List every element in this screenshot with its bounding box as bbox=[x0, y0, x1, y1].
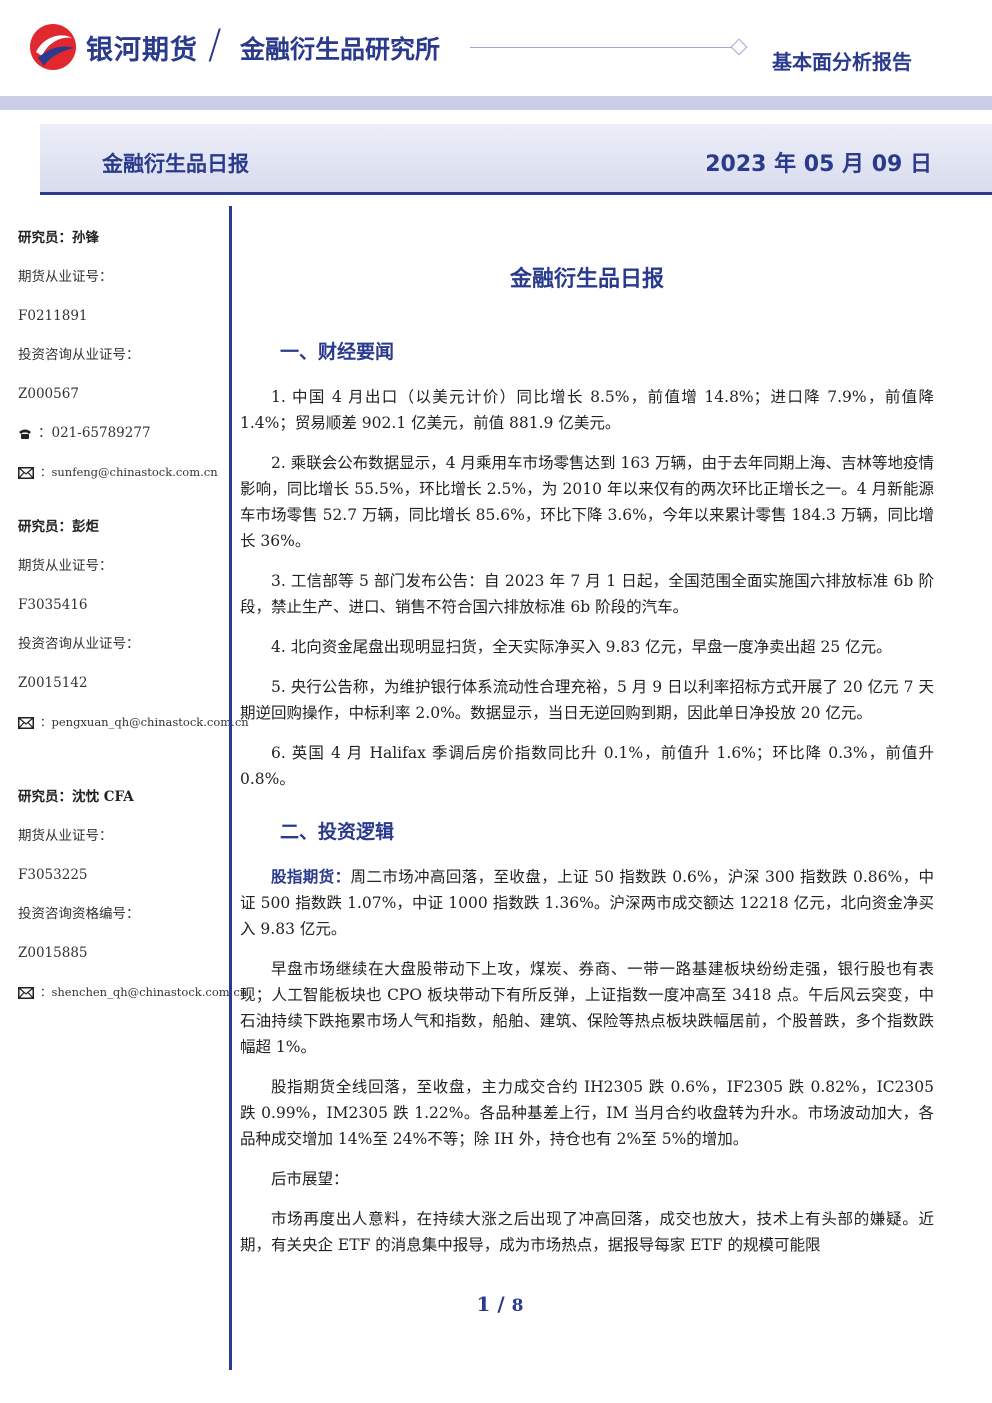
cert-number: F3053225 bbox=[18, 867, 88, 883]
logic-paragraph: 股指期货全线回落，至收盘，主力成交合约 IH2305 跌 0.6%，IF2305… bbox=[240, 1078, 934, 1148]
invest-label: 投资咨询从业证号： bbox=[18, 636, 140, 652]
section-heading-logic: 二、投资逻辑 bbox=[280, 821, 395, 843]
paragraph-label: 股指期货： bbox=[271, 868, 351, 886]
analyst-email: ：sunfeng@chinastock.com.cn bbox=[18, 460, 228, 499]
cert-label: 期货从业证号： bbox=[18, 558, 113, 574]
invest-number: Z000567 bbox=[18, 386, 79, 402]
analyst-name: 研究员：孙锋 bbox=[18, 230, 99, 246]
mail-icon bbox=[18, 717, 34, 729]
analyst-card: 研究员：彭炬 期货从业证号： F3035416 投资咨询从业证号： Z00151… bbox=[18, 515, 249, 749]
cert-label: 期货从业证号： bbox=[18, 269, 113, 285]
main-content: 金融衍生品日报 一、财经要闻 1. 中国 4 月出口（以美元计价）同比增长 8.… bbox=[240, 262, 934, 1272]
analyst-email: ：pengxuan_qh@chinastock.com.cn bbox=[18, 710, 249, 749]
news-item: 1. 中国 4 月出口（以美元计价）同比增长 8.5%，前值增 14.8%；进口… bbox=[240, 388, 934, 432]
cert-number: F3035416 bbox=[18, 597, 88, 613]
news-item: 3. 工信部等 5 部门发布公告：自 2023 年 7 月 1 日起，全国范围全… bbox=[240, 572, 934, 616]
news-item: 4. 北向资金尾盘出现明显扫货，全天实际净买入 9.83 亿元，早盘一度净卖出超… bbox=[271, 638, 892, 656]
analyst-name: 研究员：彭炬 bbox=[18, 519, 99, 535]
company-name: 银河期货 bbox=[86, 35, 198, 66]
page-number: 1 / 8 bbox=[440, 1292, 560, 1316]
galaxy-logo-icon bbox=[30, 24, 76, 70]
news-item: 6. 英国 4 月 Halifax 季调后房价指数同比升 0.1%，前值升 1.… bbox=[240, 744, 934, 788]
email-address[interactable]: ：sunfeng@chinastock.com.cn bbox=[40, 465, 218, 479]
mail-icon bbox=[18, 467, 34, 479]
analyst-phone: ：021-65789277 bbox=[18, 421, 228, 460]
header-slash-divider: / bbox=[208, 22, 222, 68]
analyst-email: ：shenchen_qh@chinastock.com.cn bbox=[18, 980, 247, 1019]
report-type: 基本面分析报告 bbox=[772, 50, 912, 74]
current-page: 1 bbox=[476, 1292, 491, 1316]
title-bar: 金融衍生品日报 2023 年 05 月 09 日 bbox=[40, 124, 992, 195]
total-pages: 8 bbox=[511, 1296, 524, 1316]
report-title: 金融衍生品日报 bbox=[102, 152, 249, 176]
invest-number: Z0015885 bbox=[18, 945, 88, 961]
diamond-icon bbox=[730, 38, 748, 56]
analyst-card: 研究员：沈忱 CFA 期货从业证号： F3053225 投资咨询资格编号： Z0… bbox=[18, 785, 247, 1019]
phone-number: ：021-65789277 bbox=[38, 425, 151, 441]
analyst-name: 研究员：沈忱 CFA bbox=[18, 789, 134, 805]
invest-number: Z0015142 bbox=[18, 675, 88, 691]
logic-paragraph: 股指期货：周二市场冲高回落，至收盘，上证 50 指数跌 0.6%，沪深 300 … bbox=[240, 864, 934, 942]
report-date: 2023 年 05 月 09 日 bbox=[705, 152, 932, 177]
vertical-divider bbox=[229, 206, 232, 1370]
logic-paragraph: 后市展望： bbox=[271, 1170, 349, 1188]
analyst-sidebar: 研究员：孙锋 期货从业证号： F0211891 投资咨询从业证号： Z00056… bbox=[18, 226, 249, 1019]
section-heading-news: 一、财经要闻 bbox=[280, 341, 395, 363]
header-rule bbox=[470, 47, 732, 48]
invest-label: 投资咨询资格编号： bbox=[18, 906, 140, 922]
mail-icon bbox=[18, 987, 34, 999]
header-band bbox=[0, 96, 992, 110]
cert-number: F0211891 bbox=[18, 308, 88, 324]
logic-paragraph: 市场再度出人意料，在持续大涨之后出现了冲高回落，成交也放大，技术上有头部的嫌疑。… bbox=[240, 1210, 934, 1254]
cert-label: 期货从业证号： bbox=[18, 828, 113, 844]
document-title: 金融衍生品日报 bbox=[509, 267, 664, 292]
logic-paragraph: 早盘市场继续在大盘股带动下上攻，煤炭、券商、一带一路基建板块纷纷走强，银行股也有… bbox=[240, 960, 934, 1056]
paragraph-text: 周二市场冲高回落，至收盘，上证 50 指数跌 0.6%，沪深 300 指数跌 0… bbox=[240, 868, 934, 938]
page-separator: / bbox=[490, 1292, 512, 1316]
phone-icon bbox=[19, 429, 31, 439]
institute-name: 金融衍生品研究所 bbox=[240, 35, 441, 64]
email-address[interactable]: ：pengxuan_qh@chinastock.com.cn bbox=[40, 715, 249, 729]
news-item: 2. 乘联会公布数据显示，4 月乘用车市场零售达到 163 万辆，由于去年同期上… bbox=[240, 454, 934, 550]
news-item: 5. 央行公告称，为维护银行体系流动性合理充裕，5 月 9 日以利率招标方式开展… bbox=[240, 678, 934, 722]
invest-label: 投资咨询从业证号： bbox=[18, 347, 140, 363]
analyst-card: 研究员：孙锋 期货从业证号： F0211891 投资咨询从业证号： Z00056… bbox=[18, 226, 228, 499]
email-address[interactable]: ：shenchen_qh@chinastock.com.cn bbox=[40, 985, 248, 999]
